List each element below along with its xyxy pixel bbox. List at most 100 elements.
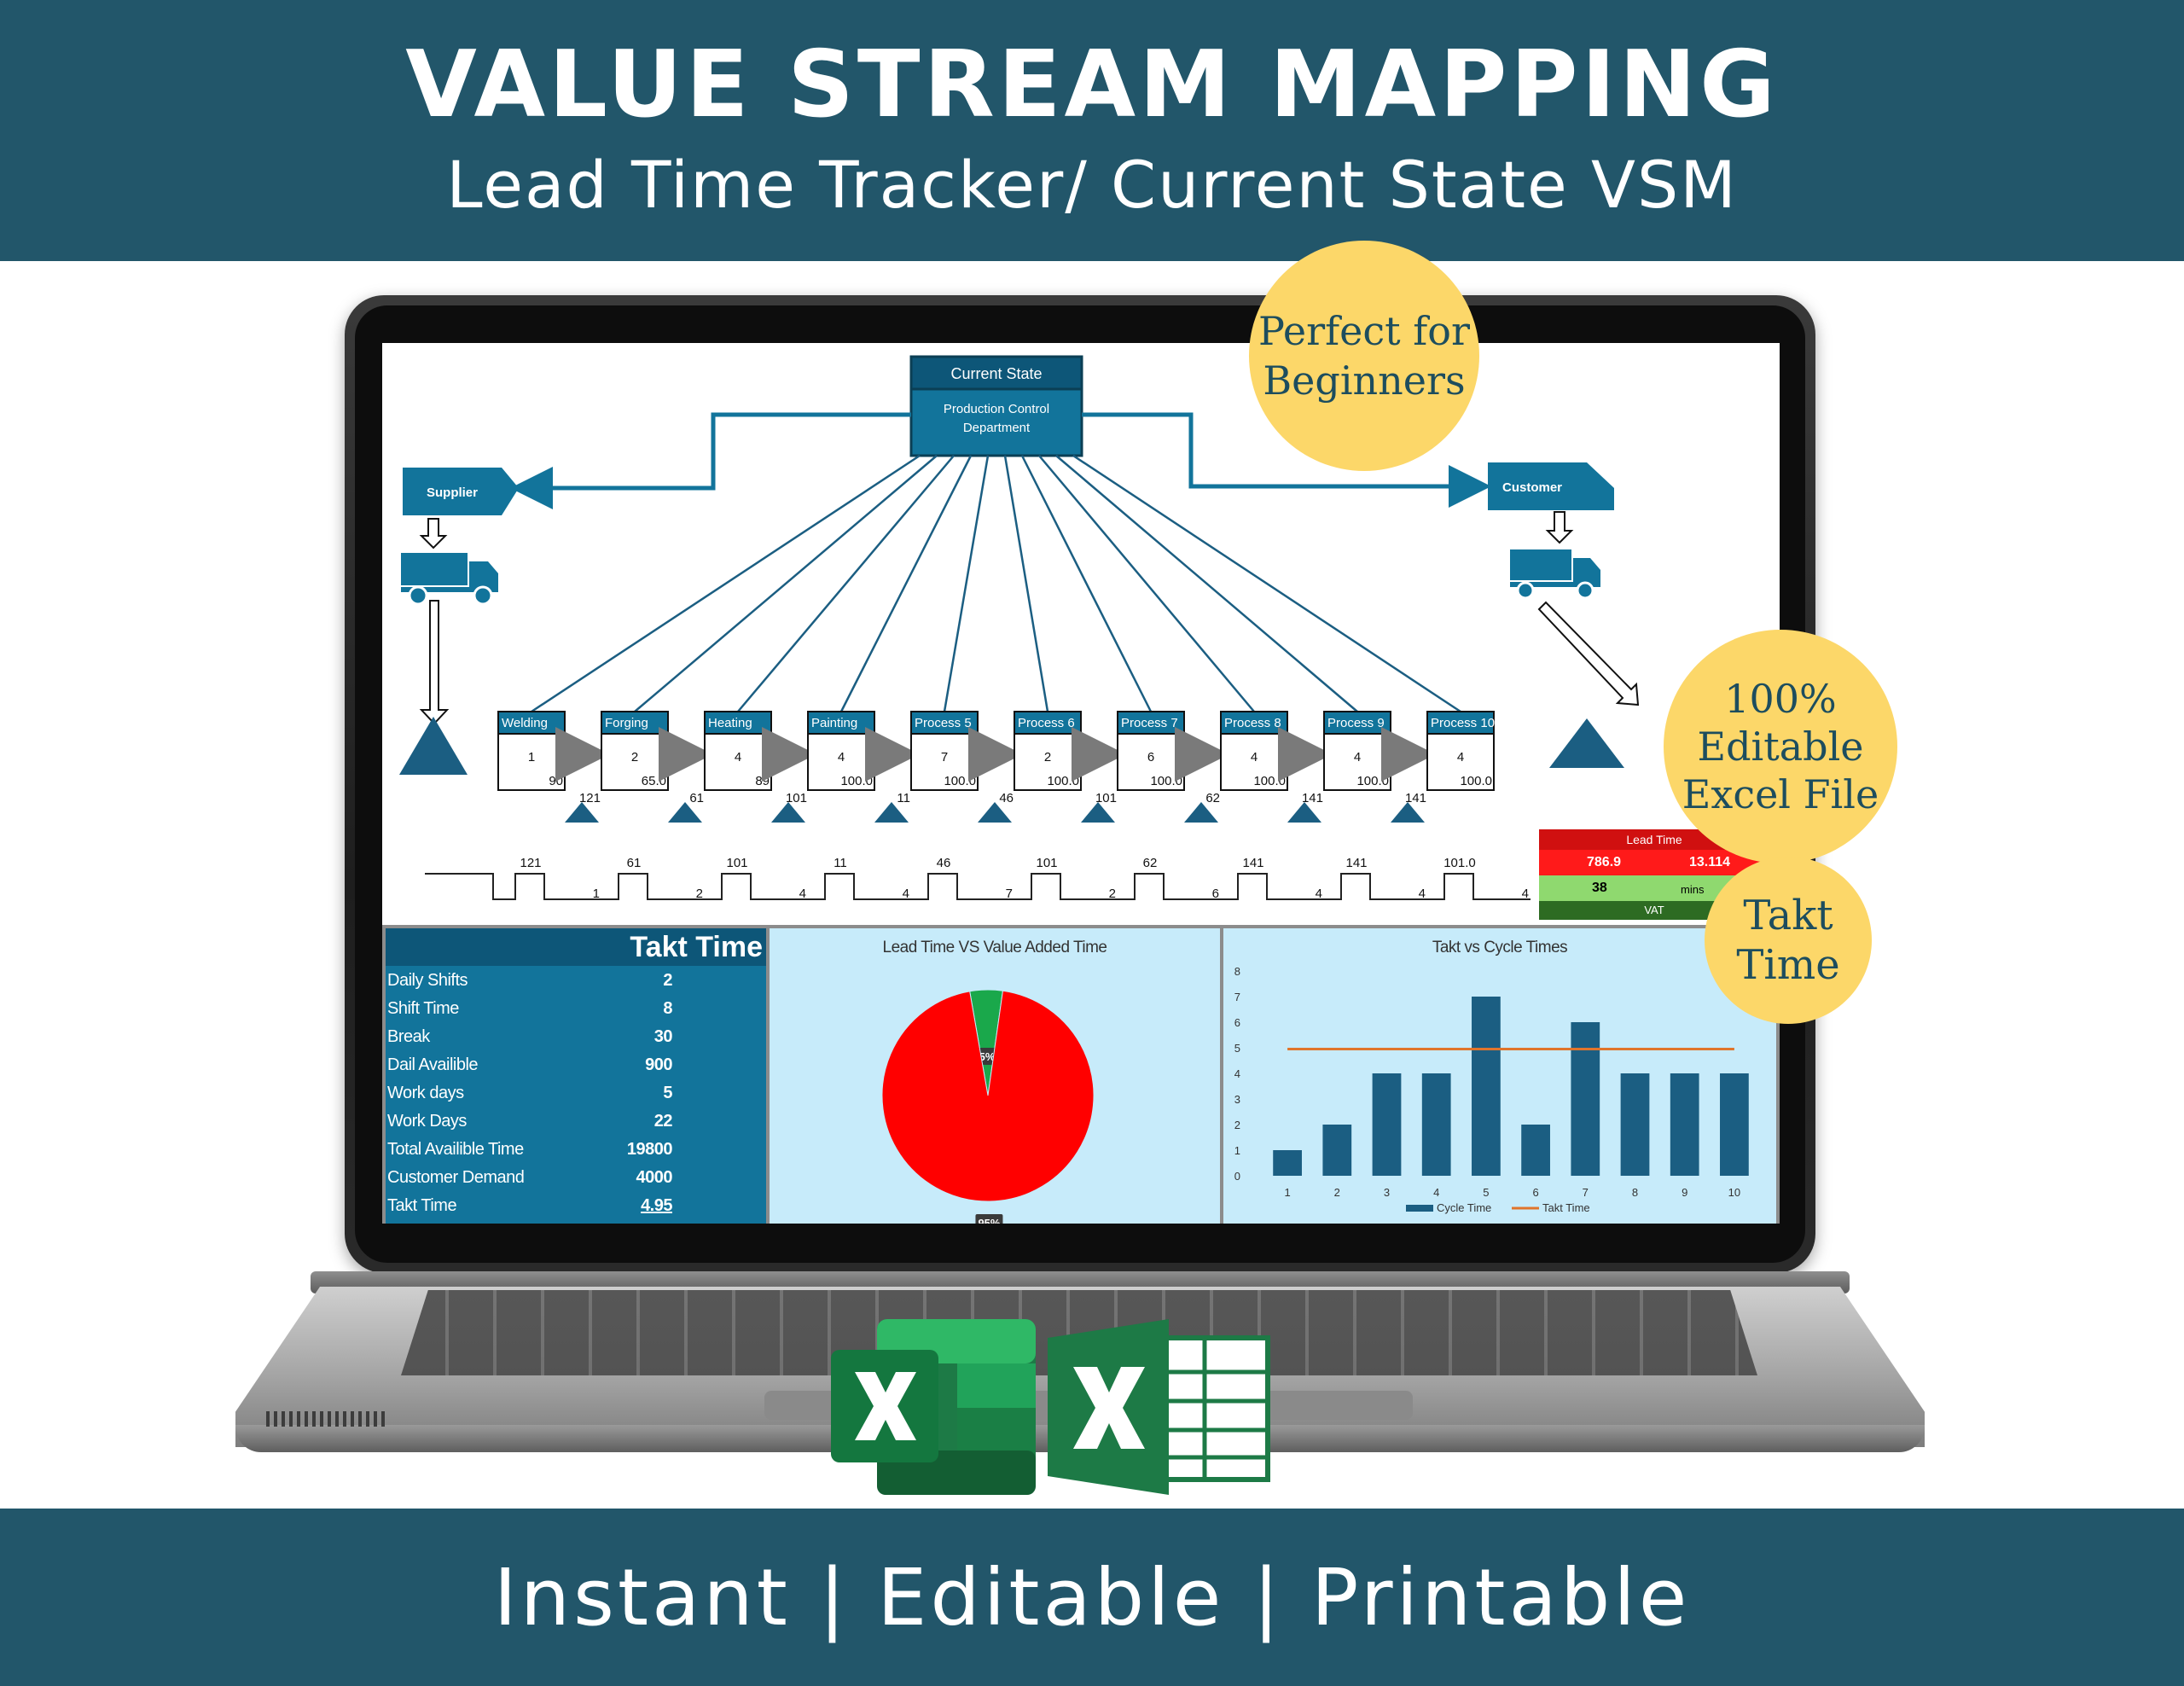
process-uptime: 100.0 — [840, 774, 873, 788]
takt-row-label: Daily Shifts — [387, 971, 468, 990]
takt-row-value[interactable]: 8 — [663, 999, 672, 1018]
takt-row-value[interactable]: 4.95 — [641, 1196, 672, 1215]
truck-icon — [1510, 549, 1600, 600]
down-arrow-icon — [1545, 511, 1574, 544]
inventory-count: 62 — [1205, 791, 1220, 805]
process-uptime: 100.0 — [944, 774, 976, 788]
info-fan-lines — [531, 454, 1461, 713]
inventory-triangle — [565, 802, 599, 823]
cycle-time-bar[interactable] — [1421, 1073, 1451, 1176]
badge-takt-line1: Takt — [1743, 892, 1833, 939]
pie-label-text: 95% — [978, 1217, 1000, 1224]
cycle-time-bar[interactable] — [1372, 1073, 1402, 1176]
info-fan-line — [943, 455, 990, 712]
x-tick-label: 3 — [1384, 1186, 1390, 1199]
takt-row-value[interactable]: 22 — [653, 1112, 673, 1131]
process-operators: 7 — [941, 750, 948, 765]
lead-time-row: 786.9 13.114 — [1539, 850, 1769, 875]
legend-takt-time: Takt Time — [1542, 1201, 1590, 1214]
timeline-wait: 121 — [520, 856, 541, 870]
inventory-triangle — [1287, 802, 1321, 823]
x-tick-label: 7 — [1583, 1186, 1589, 1199]
timeline-wait: 62 — [1143, 856, 1158, 870]
timeline-cycle: 1 — [593, 887, 600, 901]
info-fan-line — [737, 455, 955, 712]
process-uptime: 100.0 — [1150, 774, 1182, 788]
process-name: Process 5 — [915, 716, 972, 730]
timeline-cycle: 7 — [1006, 887, 1013, 901]
timeline-cycle: 4 — [1316, 887, 1322, 901]
takt-row-label: Break — [387, 1027, 430, 1046]
takt-row-value[interactable]: 900 — [645, 1055, 672, 1074]
timeline-cycle: 2 — [1109, 887, 1116, 901]
x-tick-label: 5 — [1483, 1186, 1489, 1199]
down-arrow-icon — [419, 518, 448, 549]
timeline-cycle: 4 — [1522, 887, 1529, 901]
inventory-count: 11 — [897, 791, 910, 805]
timeline-cycle: 6 — [1212, 887, 1219, 901]
cycle-time-bar[interactable] — [1720, 1073, 1749, 1176]
takt-row-value[interactable]: 5 — [663, 1084, 672, 1102]
process-uptime: 100.0 — [1047, 774, 1079, 788]
info-fan-line — [839, 455, 973, 712]
info-fan-line — [1072, 454, 1461, 713]
supplier-factory: Supplier — [403, 468, 519, 515]
pie-slice[interactable] — [881, 990, 1095, 1202]
x-tick-label: 6 — [1532, 1186, 1538, 1199]
badge-takt: Takt Time — [1705, 857, 1872, 1024]
process-box[interactable]: Painting 4 100.0 — [807, 711, 875, 791]
process-name: Process 8 — [1224, 716, 1281, 730]
y-tick-label: 4 — [1234, 1067, 1240, 1080]
y-tick-label: 5 — [1234, 1042, 1240, 1055]
badge-beginners: Perfect for Beginners — [1249, 241, 1479, 471]
process-operators: 2 — [631, 750, 638, 765]
process-operators: 1 — [528, 750, 535, 765]
cycle-time-bar[interactable] — [1472, 997, 1501, 1176]
cycle-time-bar[interactable] — [1620, 1073, 1650, 1176]
takt-row-value[interactable]: 19800 — [626, 1140, 673, 1159]
cycle-time-bar[interactable] — [1571, 1022, 1600, 1176]
takt-row-value[interactable]: 4000 — [636, 1168, 673, 1187]
process-operators: 4 — [1457, 750, 1464, 765]
process-uptime: 89 — [755, 774, 770, 788]
badge-beginners-line2: Beginners — [1263, 358, 1466, 404]
y-tick-label: 1 — [1234, 1144, 1240, 1157]
process-operators: 4 — [838, 750, 845, 765]
cycle-time-bar[interactable] — [1322, 1125, 1352, 1176]
takt-row-value[interactable]: 30 — [653, 1027, 673, 1046]
timeline-wait: 101 — [1036, 856, 1057, 870]
timeline-wait: 101 — [726, 856, 747, 870]
takt-row-label: Shift Time — [387, 999, 459, 1018]
process-uptime: 90 — [549, 774, 563, 788]
takt-row-label: Total Availible Time — [387, 1140, 524, 1159]
inventory-count: 61 — [689, 791, 704, 805]
info-fan-line — [634, 455, 938, 712]
cycle-time-bar[interactable] — [1273, 1150, 1302, 1176]
process-box[interactable]: Process 5 7 100.0 — [910, 711, 979, 791]
customer-label: Customer — [1502, 480, 1562, 495]
y-tick-label: 6 — [1234, 1016, 1240, 1029]
inventory-count: 46 — [999, 791, 1014, 805]
info-fan-line — [531, 454, 921, 713]
cycle-time-bar[interactable] — [1521, 1125, 1550, 1176]
shipment-arrow-icon — [1537, 601, 1640, 706]
cycle-time-bar[interactable] — [1670, 1073, 1699, 1176]
control-sub2: Department — [963, 421, 1031, 435]
process-name: Painting — [811, 716, 857, 730]
y-tick-label: 2 — [1234, 1119, 1240, 1131]
takt-row-value[interactable]: 2 — [663, 971, 672, 990]
inventory-triangle — [668, 802, 702, 823]
control-title: Current State — [950, 365, 1042, 382]
production-control-box: Current State Production Control Departm… — [909, 355, 1083, 457]
